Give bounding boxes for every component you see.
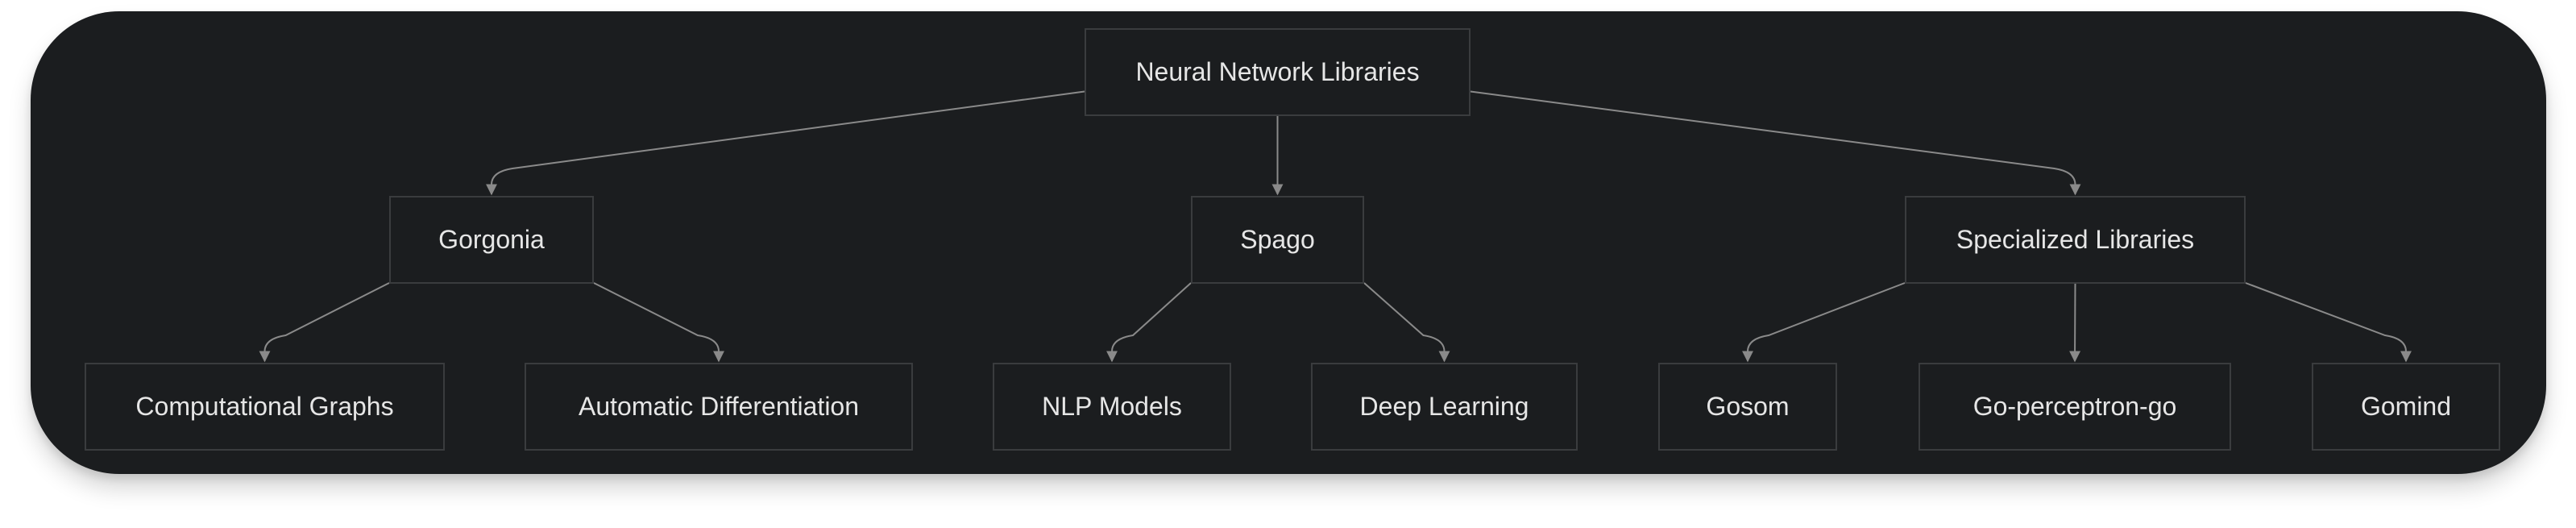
node-go-perceptron-go: Go-perceptron-go [1919,363,2231,451]
node-label: Deep Learning [1359,392,1529,421]
edge-root-to-specialized [1470,90,2081,196]
edge-specialized-to-gosom [1742,282,1906,363]
node-label: Spago [1240,225,1315,254]
node-automatic-differentiation: Automatic Differentiation [525,363,913,451]
node-label: Automatic Differentiation [578,392,860,421]
node-spago: Spago [1191,196,1364,284]
node-label: Gorgonia [438,225,545,254]
edge-specialized-to-gomind [2245,282,2412,363]
node-label: Go-perceptron-go [1972,392,2177,421]
node-neural-network-libraries: Neural Network Libraries [1085,28,1471,116]
node-nlp-models: NLP Models [993,363,1231,451]
node-gorgonia: Gorgonia [389,196,594,284]
node-label: NLP Models [1042,392,1182,421]
edge-gorgonia-to-auto_diff [593,282,724,363]
node-label: Gosom [1706,392,1790,421]
node-label: Specialized Libraries [1956,225,2195,254]
edge-spago-to-deep [1363,282,1450,363]
edge-root-to-gorgonia [486,90,1085,196]
node-computational-graphs: Computational Graphs [85,363,445,451]
node-label: Computational Graphs [135,392,394,421]
node-label: Neural Network Libraries [1135,57,1420,86]
node-gosom: Gosom [1658,363,1837,451]
node-deep-learning: Deep Learning [1311,363,1578,451]
node-label: Gomind [2360,392,2452,421]
edge-gorgonia-to-comp_graphs [259,282,390,363]
node-gomind: Gomind [2312,363,2500,451]
edge-spago-to-nlp [1106,282,1192,363]
edge-specialized-to-perceptron [2069,283,2081,363]
node-specialized-libraries: Specialized Libraries [1905,196,2246,284]
